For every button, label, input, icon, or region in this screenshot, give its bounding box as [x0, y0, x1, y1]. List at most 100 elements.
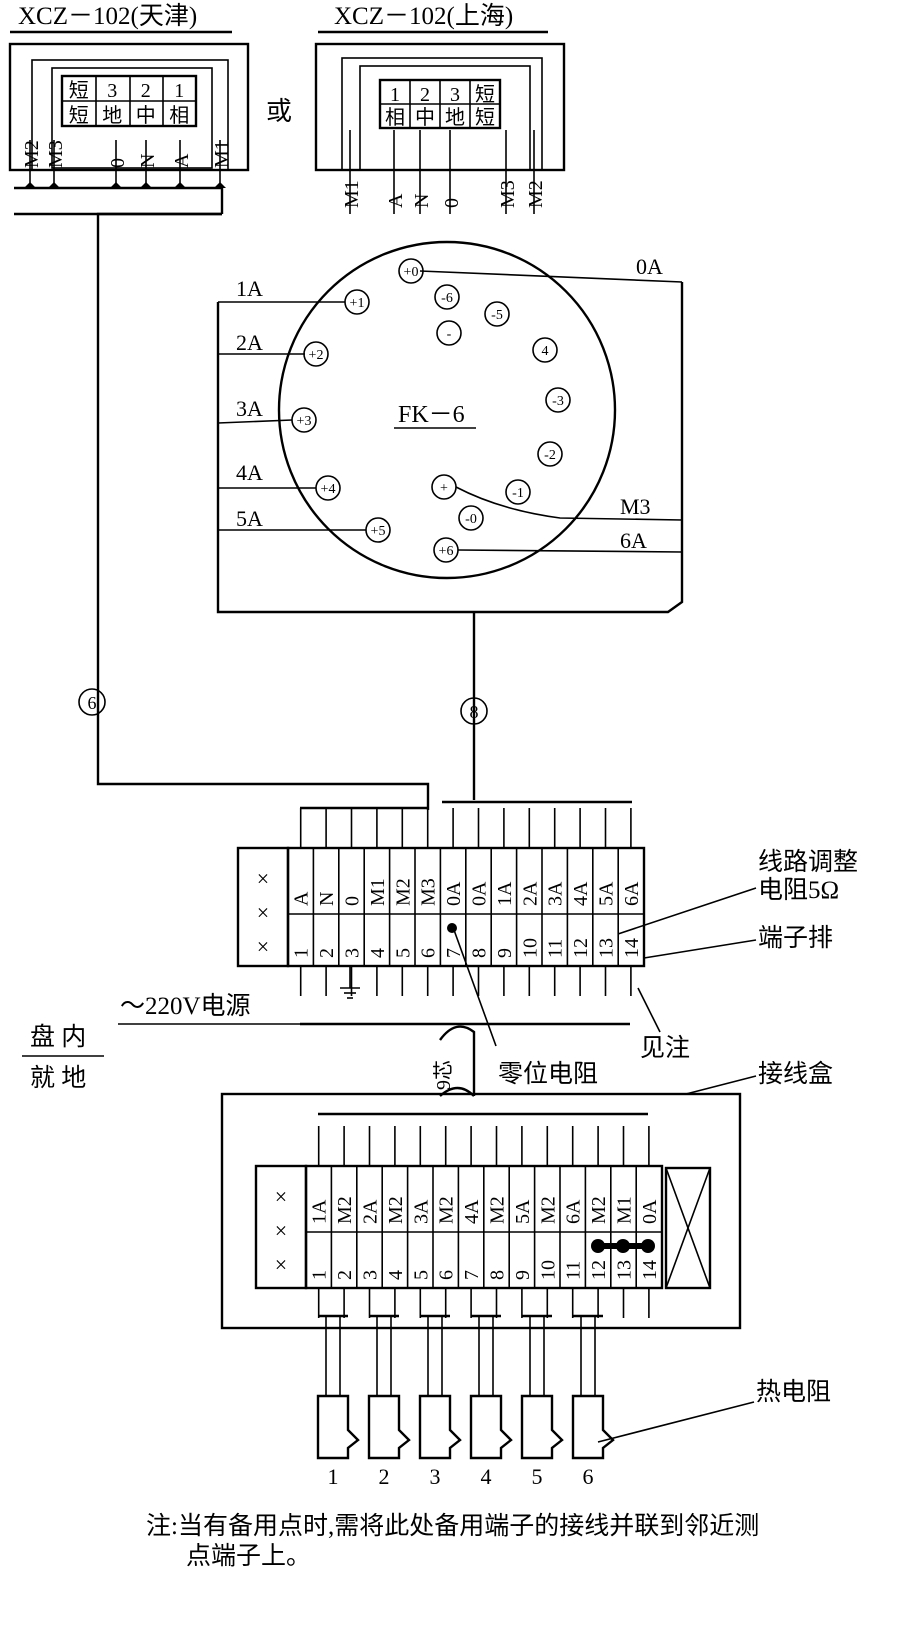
- ps-number-7: 8: [469, 948, 491, 958]
- sh-terminal-3: 0: [441, 198, 463, 208]
- annotation-line-resistor-value: 电阻5Ω: [758, 876, 839, 904]
- bs-number-5: 6: [436, 1270, 458, 1280]
- switch-wire-label-0: 0A: [636, 254, 663, 279]
- thermistor-number-0: 1: [328, 1464, 339, 1489]
- ps-label-3: M1: [367, 878, 389, 906]
- ps-number-10: 11: [545, 939, 567, 958]
- sh-terminal-5: M2: [525, 180, 547, 208]
- annotation-power: ～220V电源: [120, 992, 251, 1020]
- bs-cross-0: ×: [275, 1184, 287, 1209]
- sh-bottom-cell-2: 地: [445, 106, 465, 129]
- sh-bottom-cell-1: 中: [415, 106, 435, 129]
- or-label: 或: [266, 97, 292, 126]
- switch-inner-contact-1: -5: [491, 308, 503, 323]
- tj-bottom-cell-1: 地: [102, 104, 122, 127]
- bs-number-9: 10: [537, 1260, 559, 1280]
- switch-wire-label-6: M3: [620, 494, 651, 519]
- thermistor-number-1: 2: [379, 1464, 390, 1489]
- tj-bottom-cell-3: 相: [169, 104, 189, 127]
- junction-box: 接线盒 ××× 1A1M222A3M243A5M264A7M285A9M2106…: [220, 1060, 833, 1330]
- ps-cross-2: ×: [257, 934, 269, 959]
- switch-outer-contact-5: +5: [371, 524, 386, 539]
- ps-label-8: 1A: [494, 881, 516, 906]
- annotation-see-note: 见注: [640, 1034, 690, 1062]
- tj-bottom-cell-2: 中: [136, 104, 156, 127]
- switch-wire-label-7: 6A: [620, 528, 647, 553]
- ps-label-12: 5A: [596, 881, 618, 906]
- tj-terminal-3: N: [137, 154, 159, 168]
- tj-top-cell-1: 3: [107, 80, 117, 102]
- bs-number-1: 2: [334, 1270, 356, 1280]
- bs-label-3: M2: [385, 1196, 407, 1224]
- thermistor-number-4: 5: [532, 1464, 543, 1489]
- ps-label-7: 0A: [469, 881, 491, 906]
- annotation-junction-box: 接线盒: [758, 1060, 833, 1088]
- sh-bottom-cell-3: 短: [475, 106, 495, 129]
- switch-inner-contact-6: -1: [512, 486, 524, 501]
- bs-number-12: 13: [614, 1260, 636, 1280]
- bs-number-8: 9: [512, 1270, 534, 1280]
- sh-top-cell-0: 1: [390, 84, 400, 106]
- switch-outer-contact-4: +4: [321, 482, 336, 497]
- sh-top-cell-3: 短: [475, 83, 495, 106]
- bs-label-11: M2: [588, 1196, 610, 1224]
- switch-outer-contact-0: +0: [404, 265, 419, 280]
- cable-marker-8: 8: [460, 697, 488, 725]
- bs-number-2: 3: [360, 1270, 382, 1280]
- thermistor-3: [418, 1394, 462, 1460]
- ps-number-1: 2: [316, 948, 338, 958]
- sh-terminal-0: M1: [341, 180, 363, 208]
- sh-top-cell-2: 3: [450, 84, 460, 106]
- bs-label-6: 4A: [461, 1199, 483, 1224]
- bs-number-4: 5: [410, 1270, 432, 1280]
- meter-tianjin-title: XCZ－102(天津): [18, 2, 197, 30]
- switch-outer-contact-3: +3: [297, 414, 312, 429]
- ps-number-6: 7: [443, 948, 465, 958]
- sh-bottom-cell-0: 相: [385, 106, 405, 129]
- ps-label-13: 6A: [621, 881, 643, 906]
- svg-text:6: 6: [88, 693, 97, 713]
- cable-marker-6: 6: [78, 688, 106, 716]
- ps-label-2: 0: [342, 896, 364, 906]
- ps-number-12: 13: [596, 938, 618, 958]
- thermistor-number-3: 4: [481, 1464, 492, 1489]
- ps-number-0: 1: [291, 948, 313, 958]
- tj-top-cell-2: 2: [141, 80, 151, 102]
- ps-label-5: M3: [418, 878, 440, 906]
- tj-bottom-cell-0: 短: [69, 104, 89, 127]
- tj-terminal-5: M1: [211, 140, 233, 168]
- bs-label-1: M2: [334, 1196, 356, 1224]
- switch-inner-contact-2: -: [447, 327, 452, 342]
- switch-inner-contact-4: -3: [552, 394, 564, 409]
- bs-label-9: M2: [537, 1196, 559, 1224]
- thermistor-5: [520, 1394, 564, 1460]
- bs-label-12: M1: [614, 1196, 636, 1224]
- bs-label-2: 2A: [360, 1199, 382, 1224]
- thermistor-6: [571, 1394, 615, 1460]
- bs-cross-2: ×: [275, 1252, 287, 1277]
- panel-terminal-strip: ××× A1N203M14M25M360A70A81A92A103A114A12…: [236, 800, 646, 1047]
- ps-number-8: 9: [494, 948, 516, 958]
- tj-terminal-1: M3: [45, 140, 67, 168]
- note-line-2: 点端子上。: [186, 1542, 311, 1570]
- sh-terminal-4: M3: [497, 180, 519, 208]
- ps-number-11: 12: [570, 938, 592, 958]
- switch-wire-label-4: 4A: [236, 460, 263, 485]
- switch-outer-contact-1: +1: [350, 296, 365, 311]
- bs-label-8: 5A: [512, 1199, 534, 1224]
- thermistor-number-2: 3: [430, 1464, 441, 1489]
- bs-number-10: 11: [563, 1261, 585, 1280]
- thermistor-2: [367, 1394, 411, 1460]
- tj-terminal-2: 0: [107, 158, 129, 168]
- cable-9-core: 9芯: [432, 1025, 476, 1097]
- sh-top-cell-1: 2: [420, 84, 430, 106]
- switch-wire-label-5: 5A: [236, 506, 263, 531]
- sh-terminal-1: A: [385, 193, 407, 208]
- bs-number-6: 7: [461, 1270, 483, 1280]
- bs-label-4: 3A: [410, 1199, 432, 1224]
- bs-number-13: 14: [639, 1260, 661, 1280]
- ps-label-10: 3A: [545, 881, 567, 906]
- thermistor-4: [469, 1394, 513, 1460]
